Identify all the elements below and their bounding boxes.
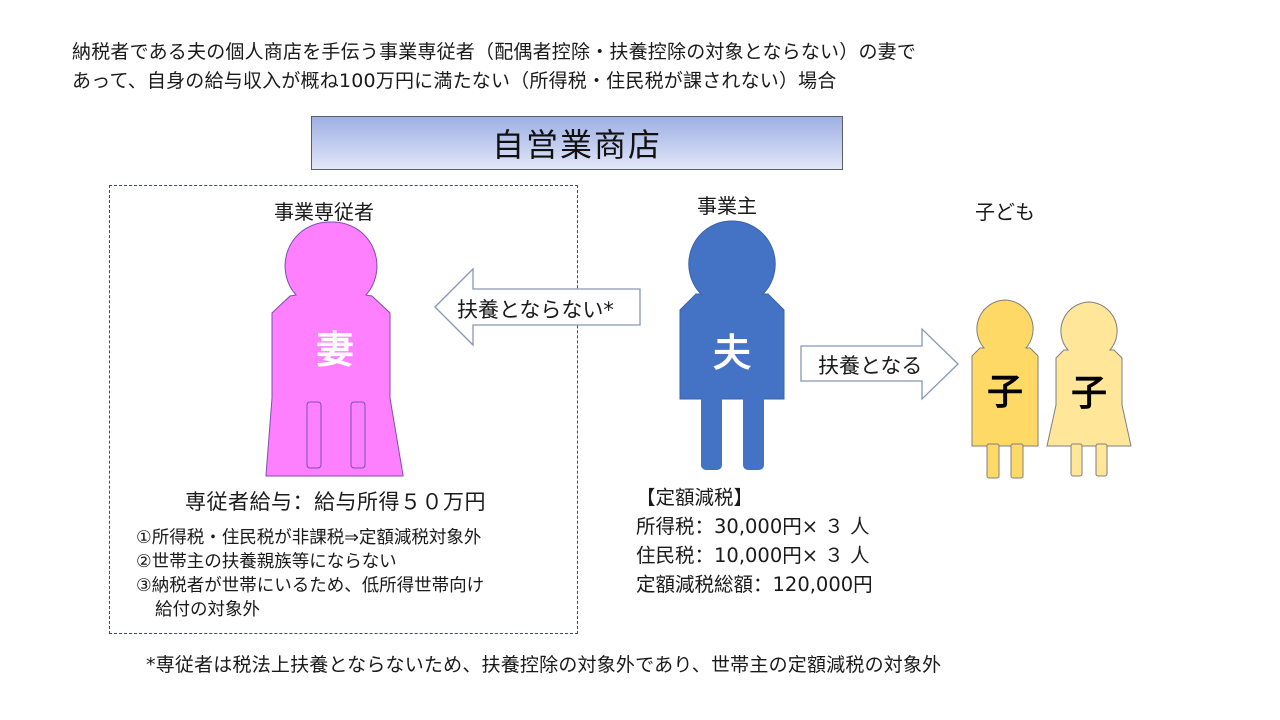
child-person-icon: [1046, 301, 1132, 477]
dependent-arrow: 扶養となる: [800, 327, 960, 401]
child-person-icon: [971, 299, 1039, 479]
arrow-right-icon: [800, 327, 959, 401]
business-banner: 自営業商店: [311, 116, 843, 170]
employee-group-box: [109, 185, 578, 634]
fixed-tax-heading: 【定額減税】: [636, 486, 754, 509]
husband-figure-label: 夫: [712, 331, 751, 375]
total-reduction-line: 定額減税総額：120,000円: [636, 573, 873, 596]
child-figure-2: 子: [1046, 300, 1132, 478]
female-person-icon: [265, 221, 404, 477]
employee-notes: ①所得税・住民税が非課税⇒定額減税対象外 ②世帯主の扶養親族等にならない ③納税…: [136, 526, 484, 622]
banner-title: 自営業商店: [491, 126, 662, 164]
employee-role-label: 事業専従者: [274, 200, 374, 224]
intro-line-1: 納税者である夫の個人商店を手伝う事業専従者（配偶者控除・扶養控除の対象とならない…: [72, 41, 917, 63]
employee-salary: 専従者給与：給与所得５０万円: [185, 490, 486, 514]
income-tax-line: 所得税：30,000円× ３ 人: [636, 515, 870, 538]
footnote: *専従者は税法上扶養とならないため、扶養控除の対象外であり、世帯主の定額減税の対…: [146, 654, 942, 676]
child-figure-1: 子: [971, 298, 1039, 480]
child-1-label: 子: [986, 372, 1023, 413]
owner-role-label: 事業主: [697, 194, 757, 218]
intro-line-2: あって、自身の給与収入が概ね100万円に満たない（所得税・住民税が課されない）場…: [72, 70, 837, 92]
fixed-tax-reduction: 【定額減税】 所得税：30,000円× ３ 人 住民税：10,000円× ３ 人…: [636, 483, 873, 599]
dependent-label: 扶養となる: [818, 354, 923, 378]
note-3: ③納税者が世帯にいるため、低所得世帯向け: [136, 576, 485, 596]
not-dependent-arrow: 扶養とならない*: [433, 267, 643, 347]
male-person-icon: [679, 220, 785, 470]
note-1: ①所得税・住民税が非課税⇒定額減税対象外: [136, 528, 482, 548]
wife-figure-label: 妻: [315, 328, 354, 372]
intro-text: 納税者である夫の個人商店を手伝う事業専従者（配偶者控除・扶養控除の対象とならない…: [72, 38, 916, 96]
children-group-label: 子ども: [975, 200, 1035, 224]
arrow-left-icon: [434, 267, 641, 347]
note-2: ②世帯主の扶養親族等にならない: [136, 552, 397, 572]
resident-tax-line: 住民税：10,000円× ３ 人: [636, 544, 870, 567]
note-3-cont: 給付の対象外: [155, 600, 260, 620]
wife-figure: 妻: [265, 221, 404, 477]
husband-figure: 夫: [679, 219, 785, 472]
not-dependent-label: 扶養とならない*: [457, 298, 614, 322]
child-2-label: 子: [1070, 373, 1107, 414]
